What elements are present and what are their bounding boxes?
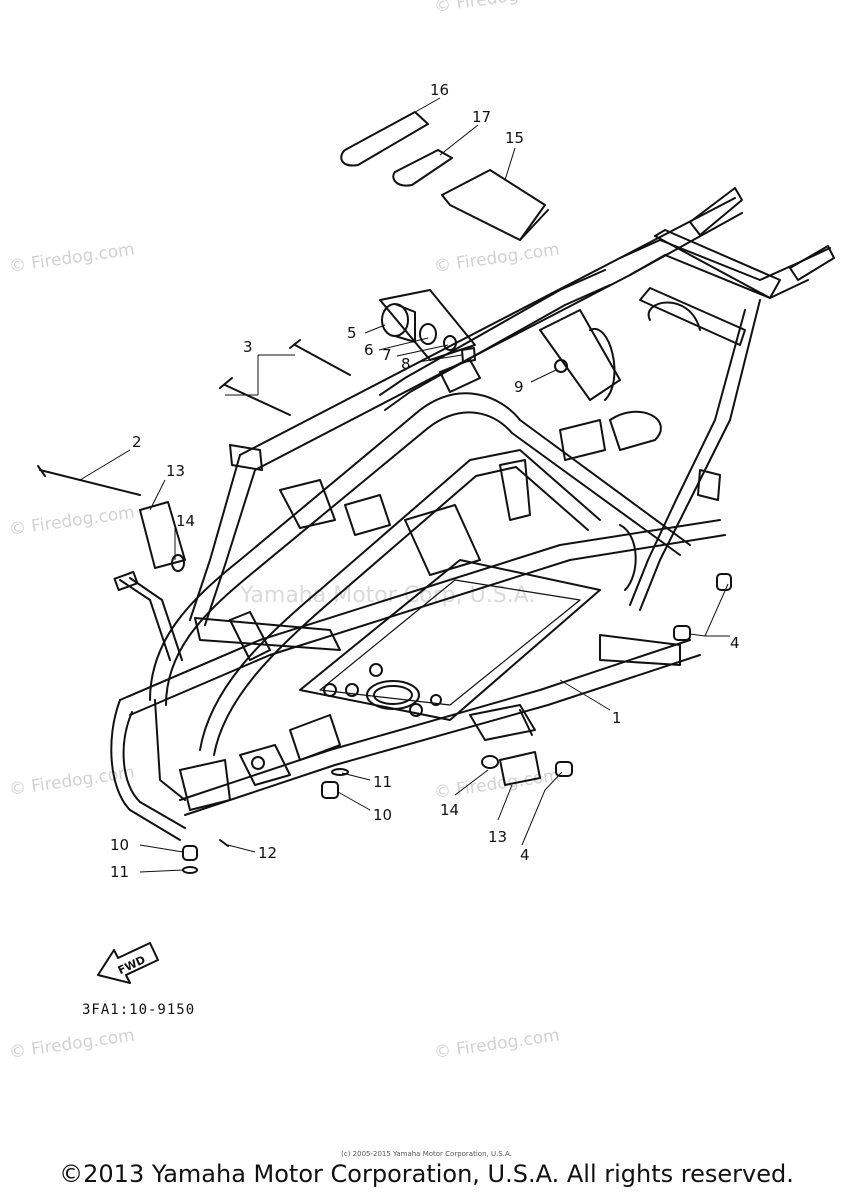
callout-12: 12 [258,844,277,862]
callout-9: 9 [514,378,524,396]
copyright-notice: ©2013 Yamaha Motor Corporation, U.S.A. A… [59,1160,794,1188]
small-credit: (c) 2005-2015 Yamaha Motor Corporation, … [341,1150,512,1158]
leader-lines [79,97,730,873]
callout-14: 14 [440,801,459,819]
loose-parts [37,111,732,984]
callout-8: 8 [401,355,411,373]
callout-10: 10 [110,836,129,854]
callout-4: 4 [520,846,530,864]
watermark-site: © Firedog.com [8,763,136,800]
watermark-center: Yamaha Motor Corp, U.S.A. [239,583,535,608]
main-frame [110,187,835,841]
watermark-site: © Firedog.com [8,1026,136,1063]
watermark-site: © Firedog.com [8,240,136,277]
watermark-site: © Firedog.com [8,503,136,540]
callout-labels: 1 2 3 4 4 4 5 6 7 8 9 10 10 11 11 12 13 … [110,81,740,881]
callout-17: 17 [472,108,491,126]
callout-1: 1 [612,709,622,727]
callout-13: 13 [488,828,507,846]
callout-3: 3 [243,338,253,356]
callout-7: 7 [382,346,392,364]
callout-11: 11 [110,863,129,881]
callout-14: 14 [176,512,195,530]
watermarks: © Firedog.com © Firedog.com © Firedog.co… [8,0,561,1063]
watermark-site: © Firedog.com [433,0,561,17]
callout-4: 4 [730,634,740,652]
callout-16: 16 [430,81,449,99]
watermark-site: © Firedog.com [433,240,561,277]
callout-11: 11 [373,773,392,791]
part-code: 3FA1:10-9150 [82,1002,196,1018]
callout-10: 10 [373,806,392,824]
watermark-site: © Firedog.com [433,1026,561,1063]
callout-13: 13 [166,462,185,480]
callout-2: 2 [132,433,142,451]
callout-5: 5 [347,324,357,342]
callout-6: 6 [364,341,374,359]
callout-15: 15 [505,129,524,147]
